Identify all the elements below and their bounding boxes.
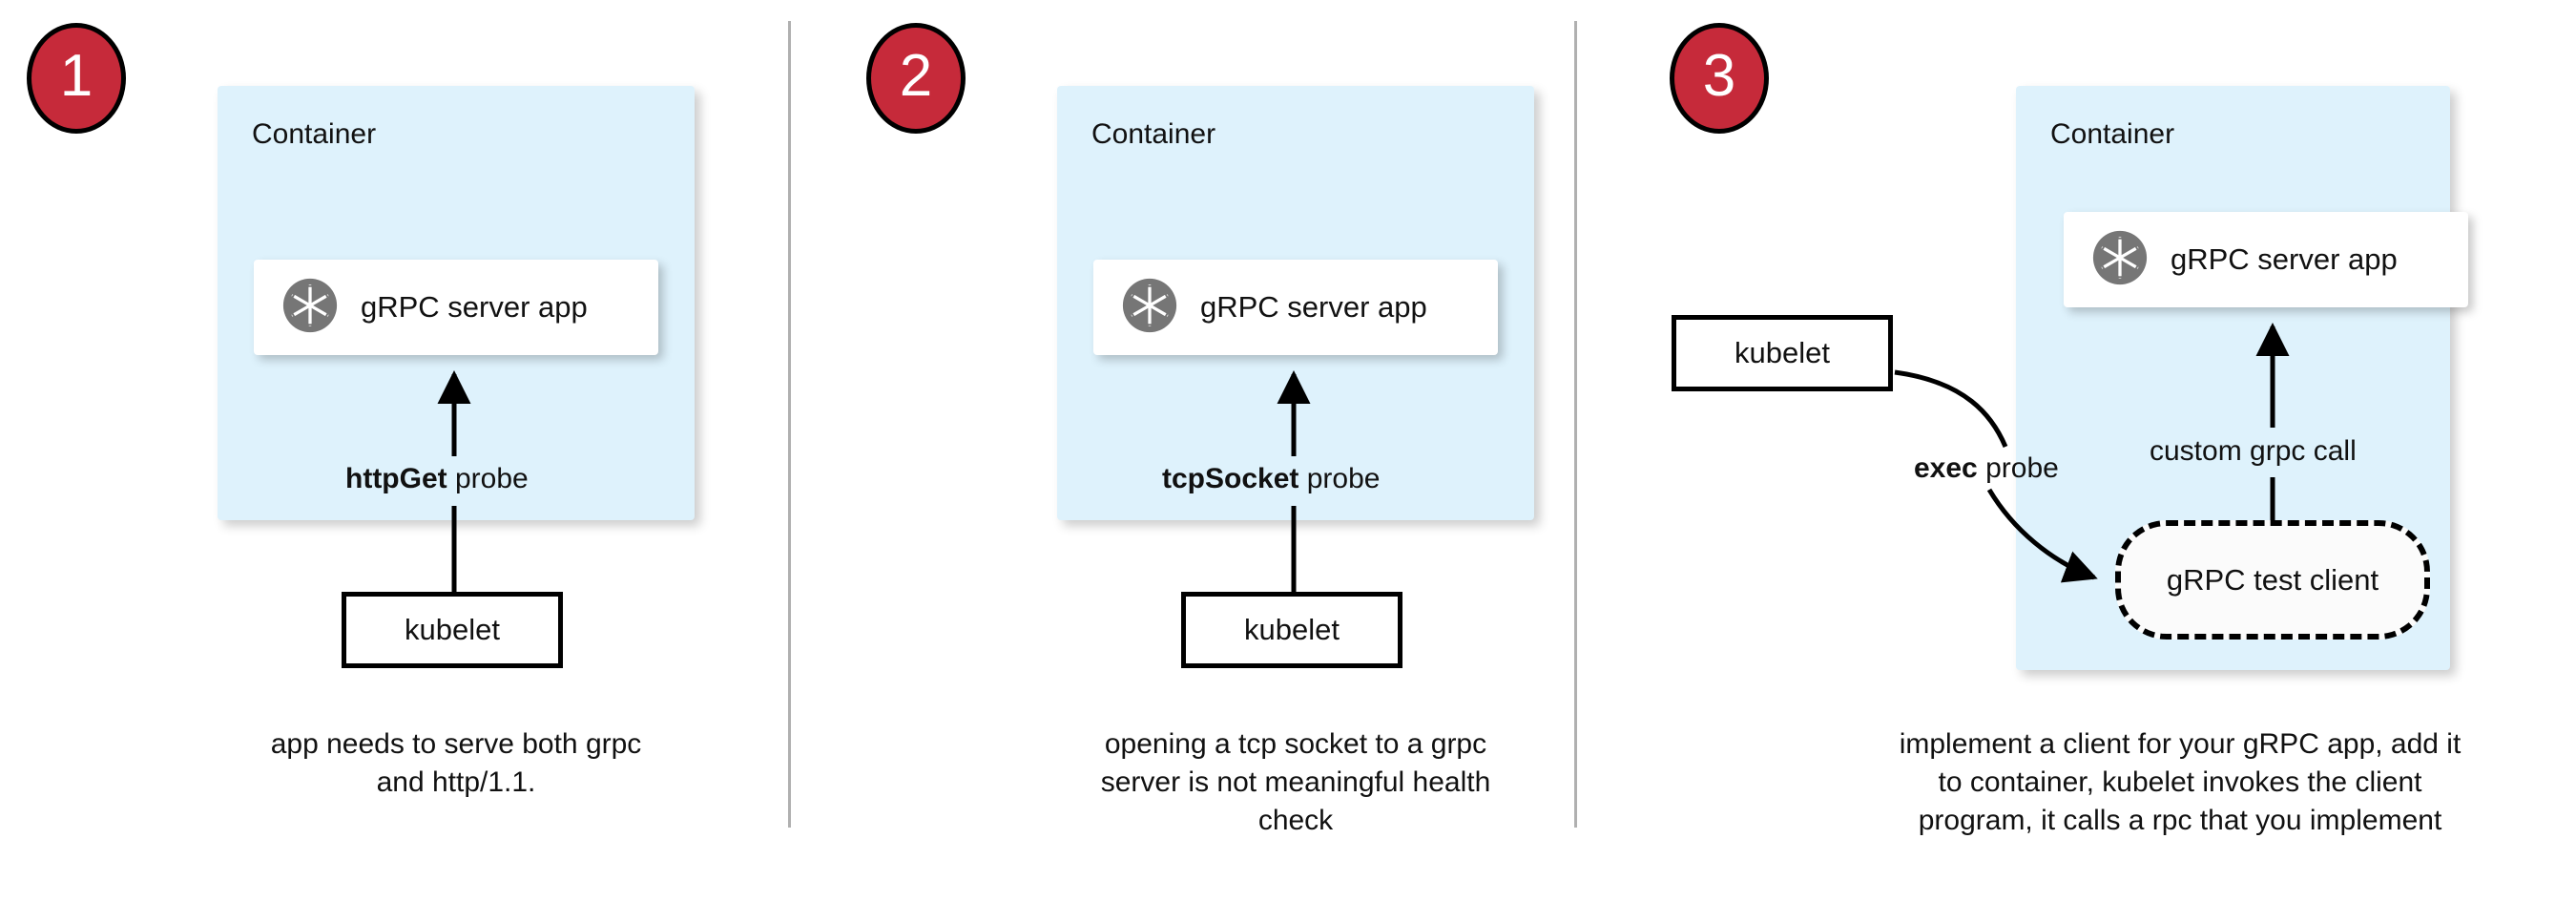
grpc-aperture-icon (2090, 228, 2150, 292)
grpc-server-app-label-2: gRPC server app (1200, 290, 1427, 324)
custom-grpc-call-text: custom grpc call (2150, 435, 2357, 467)
panel-caption-1: app needs to serve both grpc and http/1.… (198, 725, 714, 802)
grpc-aperture-icon (280, 276, 340, 340)
probe-label-3-rest: probe (1977, 452, 2059, 484)
panel-caption-1-line-2: and http/1.1. (376, 766, 536, 798)
panel-caption-3-line-1: implement a client for your gRPC app, ad… (1899, 728, 2462, 760)
kubelet-box-1: kubelet (342, 592, 563, 668)
grpc-server-app-label-3: gRPC server app (2171, 242, 2398, 276)
probe-label-2: tcpSocket probe (1162, 463, 1380, 495)
kubelet-label-3: kubelet (1735, 336, 1830, 369)
grpc-aperture-icon (1120, 276, 1179, 340)
panel-badge-2-number: 2 (899, 43, 933, 109)
panel-caption-3-line-2: to container, kubelet invokes the client (1938, 766, 2422, 798)
container-label-1: Container (252, 118, 377, 150)
panel-caption-3: implement a client for your gRPC app, ad… (1832, 725, 2528, 840)
grpc-server-app-card-3: gRPC server app (2064, 212, 2468, 307)
grpc-server-app-card-2: gRPC server app (1093, 260, 1498, 355)
grpc-server-app-label-1: gRPC server app (361, 290, 588, 324)
probe-label-3-bold: exec (1914, 452, 1978, 484)
probe-label-1: httpGet probe (345, 463, 529, 495)
panel-badge-1: 1 (27, 23, 126, 134)
probe-label-3: exec probe (1914, 452, 2059, 485)
kubelet-box-2: kubelet (1181, 592, 1402, 668)
kubelet-label-2: kubelet (1244, 613, 1340, 646)
panel-badge-3-number: 3 (1702, 43, 1736, 109)
probe-label-2-bold: tcpSocket (1162, 463, 1299, 494)
probe-label-2-rest: probe (1298, 463, 1381, 494)
container-label-2: Container (1091, 118, 1216, 150)
container-label-3: Container (2050, 118, 2175, 150)
panel-caption-2-line-2: server is not meaningful health (1100, 766, 1491, 798)
panel-caption-2: opening a tcp socket to a grpc server is… (1000, 725, 1591, 840)
panel-badge-3: 3 (1670, 23, 1769, 134)
grpc-test-client-label: gRPC test client (2166, 562, 2379, 597)
probe-label-1-rest: probe (447, 463, 529, 494)
panel-divider-1 (788, 21, 791, 828)
grpc-test-client-box: gRPC test client (2115, 520, 2430, 640)
probe-label-1-bold: httpGet (345, 463, 447, 494)
kubelet-box-3: kubelet (1672, 315, 1893, 391)
panel-caption-1-line-1: app needs to serve both grpc (270, 728, 642, 760)
panel-caption-3-line-3: program, it calls a rpc that you impleme… (1918, 804, 2442, 836)
panel-divider-2 (1574, 21, 1577, 828)
panel-badge-2: 2 (866, 23, 966, 134)
grpc-server-app-card-1: gRPC server app (254, 260, 658, 355)
panel-caption-2-line-3: check (1257, 804, 1334, 836)
panel-badge-1-number: 1 (59, 43, 93, 109)
kubelet-label-1: kubelet (405, 613, 500, 646)
custom-grpc-call-label: custom grpc call (2150, 435, 2357, 468)
panel-caption-2-line-1: opening a tcp socket to a grpc (1104, 728, 1487, 760)
